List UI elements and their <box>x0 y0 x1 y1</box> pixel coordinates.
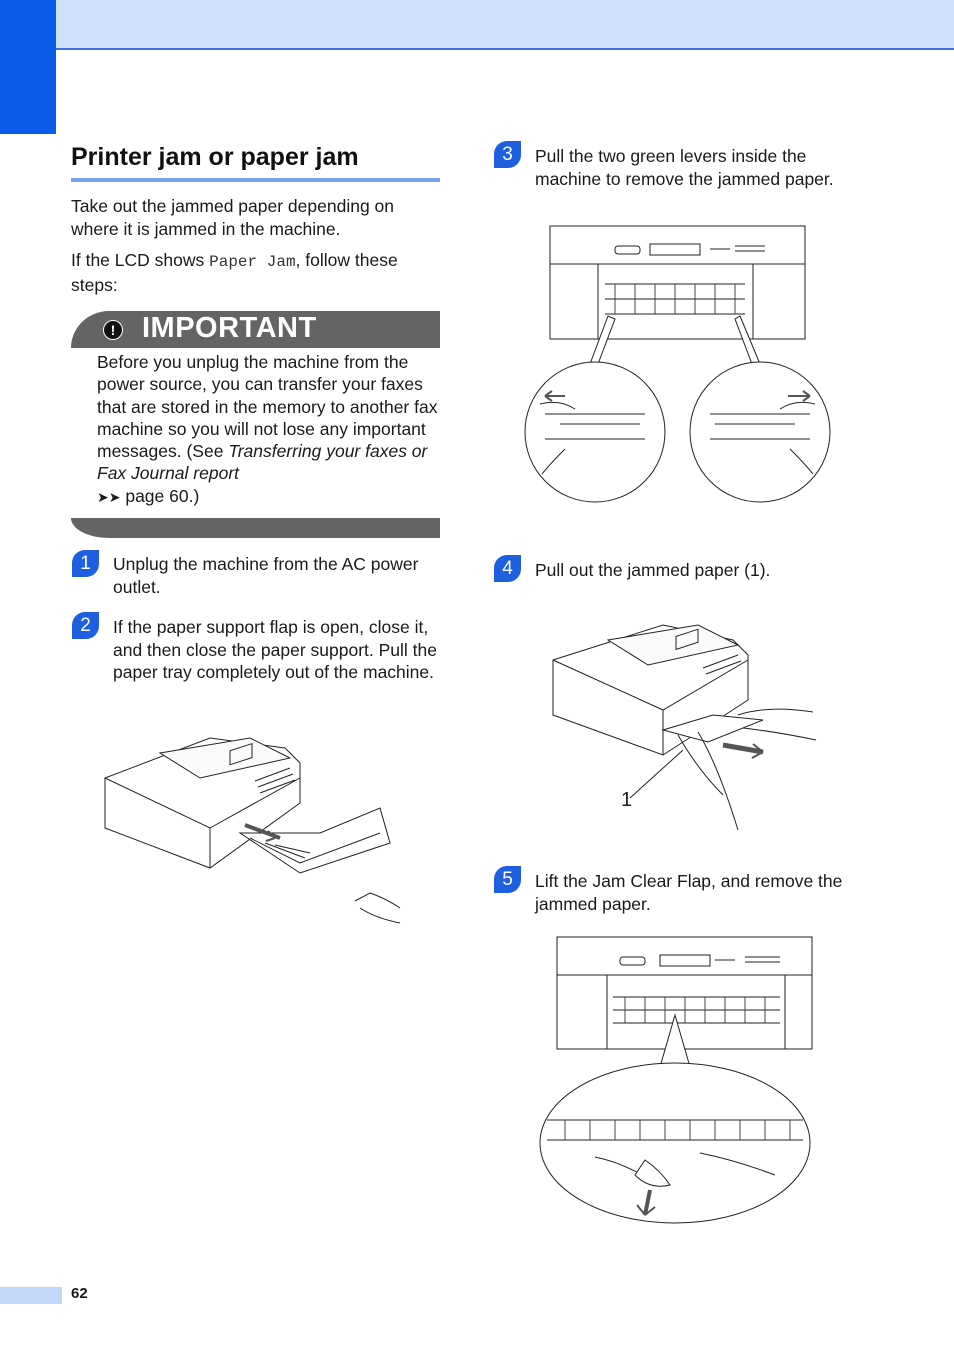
header-band <box>0 0 954 50</box>
important-page-ref: page 60.) <box>120 485 200 506</box>
page-number: 62 <box>71 1285 88 1302</box>
section-title: Printer jam or paper jam <box>71 143 359 171</box>
intro-paragraph: Take out the jammed paper depending on w… <box>71 196 395 239</box>
step-2-badge: 2 <box>72 612 99 639</box>
step-3-text: Pull the two green levers inside the mac… <box>535 146 834 189</box>
footer-band <box>0 1287 62 1304</box>
figure-green-levers <box>524 225 831 503</box>
important-banner: ! IMPORTANT <box>71 311 440 348</box>
figure-pull-jammed-paper: 1 <box>552 624 817 831</box>
step-1-text: Unplug the machine from the AC power out… <box>113 554 419 597</box>
lcd-suffix: , follow these steps: <box>71 250 398 295</box>
important-footer-bar <box>71 518 440 538</box>
double-arrow-icon: ➤➤ <box>97 488 121 505</box>
lcd-message: Paper Jam <box>209 253 296 271</box>
figure-pull-tray <box>104 737 401 924</box>
step-3-badge: 3 <box>494 141 521 168</box>
step-4-text: Pull out the jammed paper (1). <box>535 560 771 580</box>
important-body: Before you unplug the machine from the p… <box>97 351 442 508</box>
exclamation-icon: ! <box>103 320 123 340</box>
chapter-tab <box>0 0 56 134</box>
important-link-title: Transferring your faxes or Fax Journal r… <box>97 441 428 484</box>
figure-jam-clear-flap <box>539 936 813 1224</box>
callout-label-1: 1 <box>621 789 632 811</box>
step-5-badge: 5 <box>494 866 521 893</box>
important-title: IMPORTANT <box>142 312 317 344</box>
step-2-text: If the paper support flap is open, close… <box>113 617 437 682</box>
title-underline <box>71 178 440 182</box>
lcd-prefix: If the LCD shows <box>71 250 210 270</box>
step-1-badge: 1 <box>72 550 99 577</box>
step-4-badge: 4 <box>494 555 521 582</box>
lcd-paragraph: If the LCD shows Paper Jam, follow these… <box>71 249 436 296</box>
important-text: Before you unplug the machine from the p… <box>97 352 438 462</box>
step-5-text: Lift the Jam Clear Flap, and remove the … <box>535 871 843 914</box>
